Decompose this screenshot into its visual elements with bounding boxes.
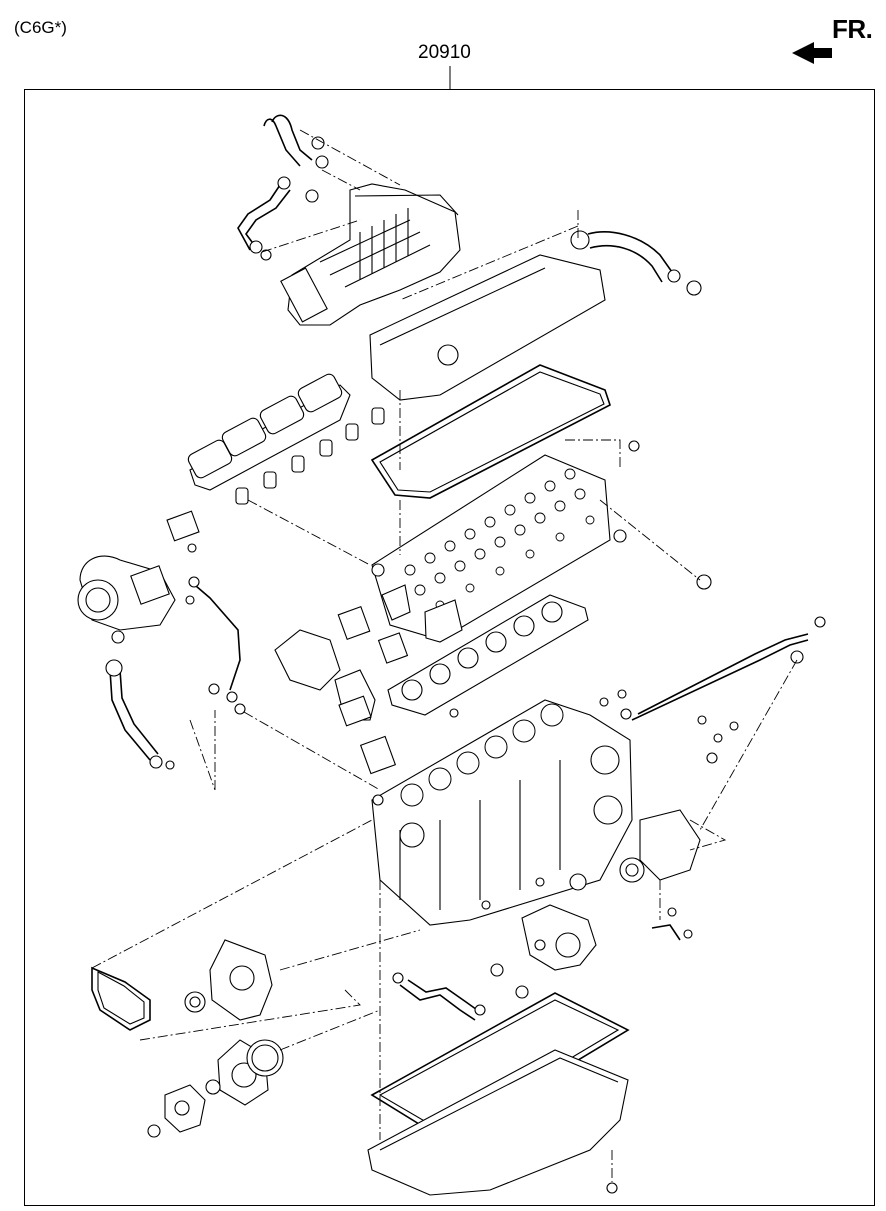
dash-leaders-right (659, 659, 798, 920)
rear-cover-gasket[interactable] (91, 966, 151, 1031)
breather-hose[interactable] (570, 230, 702, 296)
block-side-seals[interactable] (481, 873, 587, 910)
small-bracket-right[interactable] (651, 907, 693, 941)
egr-cooler-assembly[interactable] (280, 183, 461, 326)
oil-pickup-tube[interactable] (399, 979, 486, 1021)
engine-variant-code: (C6G*) (14, 18, 67, 37)
front-direction-label: FR. (832, 14, 873, 44)
rear-oil-seal-housing[interactable] (184, 939, 273, 1021)
egr-pipe-lower[interactable] (237, 176, 319, 261)
turbo-oil-feed-pipe[interactable] (188, 576, 241, 703)
small-seals-left[interactable] (111, 543, 246, 770)
intake-manifold-parts[interactable] (274, 584, 463, 775)
egr-pipe-upper[interactable] (263, 114, 329, 169)
cylinder-head[interactable] (371, 454, 611, 641)
cylinder-block[interactable] (371, 699, 633, 926)
turbo-oil-drain-pipe[interactable] (105, 659, 163, 769)
exhaust-manifold-gaskets[interactable] (235, 407, 385, 505)
cylinder-head-gasket[interactable] (387, 594, 589, 716)
front-oil-seal-plate[interactable] (205, 1039, 284, 1106)
oil-pan[interactable] (367, 1049, 629, 1196)
head-cover-gasket[interactable] (370, 364, 611, 499)
exhaust-manifold[interactable] (186, 372, 351, 491)
turbo-flange-gasket[interactable] (166, 510, 200, 542)
dash-leaders-bottom-left (91, 819, 421, 1051)
oil-cooler-pipe[interactable] (599, 616, 826, 721)
part-number-callout[interactable]: 20910 (418, 42, 471, 63)
front-arrow-icon (792, 42, 832, 64)
dash-leaders-left (189, 499, 381, 791)
turbocharger[interactable] (77, 555, 176, 631)
egr-valve-right[interactable] (619, 715, 739, 883)
dash-leaders-bottom (379, 880, 613, 1182)
oil-pump-seals[interactable] (392, 963, 529, 999)
head-seals-right[interactable] (613, 440, 712, 590)
dash-leaders-head (399, 390, 701, 581)
gasket-kit-frame (24, 89, 875, 1206)
coolant-pump[interactable] (147, 1084, 206, 1138)
dash-leaders-top (261, 129, 579, 301)
oil-pump[interactable] (521, 904, 597, 971)
cylinder-head-cover[interactable] (369, 254, 606, 401)
